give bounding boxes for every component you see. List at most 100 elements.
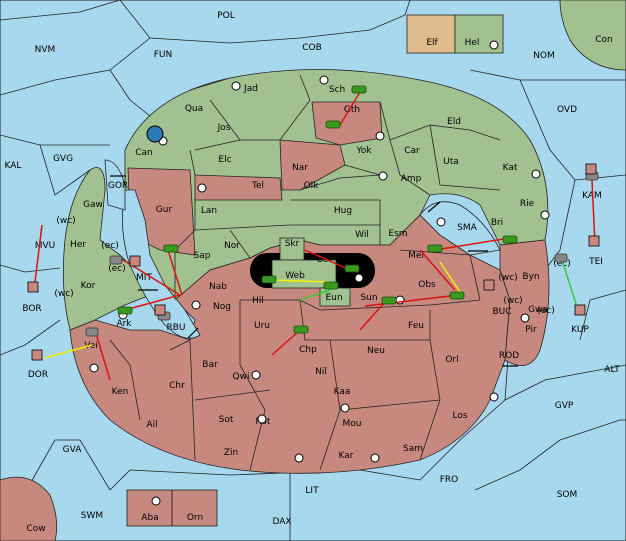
- province-label-can: Can: [135, 148, 153, 158]
- order-yellow-web: [269, 279, 331, 283]
- province-label-nar: Nar: [292, 163, 308, 173]
- sea-label-gor: GOR: [108, 181, 128, 191]
- province-label-kar: Kar: [339, 451, 354, 461]
- province-label-chp: Chp: [299, 345, 317, 355]
- retreat-flags: [27, 163, 600, 361]
- coast-tag-ec-byn: (ec): [553, 259, 571, 269]
- sea-label-nom: NOM: [533, 51, 555, 61]
- province-label-mou: Mou: [343, 419, 362, 429]
- sea-label-kup: KUP: [571, 325, 589, 335]
- sea-label-dor: DOR: [28, 370, 48, 380]
- coast-tag-ec-gwa: (ec): [537, 306, 555, 316]
- sea-label-bor: BOR: [22, 304, 41, 314]
- units-tanks: [117, 85, 518, 334]
- province-elf[interactable]: [406, 14, 456, 54]
- province-label-qwi: Qwi: [233, 372, 250, 382]
- sea-label-gvg: GVG: [53, 154, 73, 164]
- sea-label-sma: SMA: [457, 223, 477, 233]
- province-label-gth: Gth: [344, 105, 360, 115]
- province-label-nab: Nab: [209, 282, 227, 292]
- coast-tag-ec-her: (ec): [101, 241, 119, 251]
- coast-tag-wc-kor: (wc): [54, 289, 73, 299]
- province-gth[interactable]: [311, 101, 383, 146]
- sea-label-fro: FRO: [440, 475, 459, 485]
- supply-centers: [89, 40, 550, 506]
- province-label-lan: Lan: [201, 206, 217, 216]
- province-label-rie: Rie: [520, 199, 535, 209]
- province-label-web: Web: [285, 271, 305, 281]
- province-con[interactable]: [559, 0, 626, 71]
- province-cow[interactable]: [0, 476, 58, 541]
- sea-label-alt: ALT: [604, 365, 620, 375]
- province-label-sch: Sch: [329, 85, 345, 95]
- province-label-tel: Tel: [251, 181, 264, 191]
- province-label-sam: Sam: [403, 444, 423, 454]
- region-east-arm: [499, 239, 550, 367]
- province-label-esm: Esm: [388, 229, 407, 239]
- province-label-orl: Orl: [445, 355, 458, 365]
- province-label-nil: Nil: [315, 367, 327, 377]
- order-green-kup: [561, 259, 579, 311]
- province-orn[interactable]: [171, 489, 218, 527]
- sea-label-con: Con: [595, 35, 613, 45]
- province-label-hug: Hug: [334, 206, 352, 216]
- province-label-eld: Eld: [447, 117, 461, 127]
- region-south-red: [69, 214, 511, 474]
- sea-label-tei: TEI: [588, 257, 603, 267]
- province-label-uru: Uru: [254, 321, 270, 331]
- sea-label-som: SOM: [557, 490, 578, 500]
- province-label-bri: Bri: [491, 218, 503, 228]
- sea-label-rod: ROD: [499, 351, 519, 361]
- province-label-hel: Hel: [465, 38, 480, 48]
- sea-label-kal: KAL: [5, 161, 22, 171]
- sea-label-lit: LIT: [305, 486, 319, 496]
- unit-can: [146, 125, 164, 143]
- province-label-elc: Elc: [218, 155, 231, 165]
- sea-gor[interactable]: [104, 159, 126, 211]
- coast-tag-wc-byn: (wc): [498, 273, 517, 283]
- sea-label-pol: POL: [217, 11, 235, 21]
- province-aba[interactable]: [126, 489, 173, 527]
- province-label-eun: Eun: [325, 293, 342, 303]
- coast-tag-wc-gwa: (wc): [503, 296, 522, 306]
- province-label-ark: Ark: [116, 319, 132, 329]
- passage-arrows: [110, 175, 518, 367]
- sea-label-mvu: MVU: [35, 241, 56, 251]
- sea-label-swm: SWM: [81, 511, 103, 521]
- province-label-her: Her: [70, 240, 86, 250]
- province-label-gaw: Gaw: [83, 200, 103, 210]
- province-label-yok: Yok: [355, 146, 372, 156]
- province-borders: [109, 74, 501, 471]
- sea-label-ovd: OVD: [557, 105, 577, 115]
- province-label-hil: Hil: [252, 296, 264, 306]
- province-label-sap: Sap: [194, 251, 211, 261]
- province-label-wil: Wil: [355, 230, 369, 240]
- province-nar[interactable]: [279, 139, 346, 191]
- province-label-mel: Mel: [408, 251, 424, 261]
- province-tel[interactable]: [194, 174, 283, 201]
- order-green-eun: [299, 289, 331, 301]
- province-label-sot: Sot: [219, 415, 234, 425]
- province-label-feu: Feu: [408, 321, 424, 331]
- region-west-arm: [62, 167, 151, 331]
- sea-label-mit: MIT: [136, 273, 152, 283]
- province-label-ail: Ail: [146, 420, 157, 430]
- sea-label-gva: GVA: [63, 445, 83, 455]
- province-label-jad: Jad: [243, 84, 258, 94]
- sea-label-rbu: RBU: [166, 323, 185, 333]
- sea-label-gvp: GVP: [555, 401, 574, 411]
- province-label-amp: Amp: [401, 174, 422, 184]
- order-yellow-dor: [44, 344, 93, 359]
- province-label-skr: Skr: [285, 239, 300, 249]
- province-label-sun: Sun: [360, 293, 377, 303]
- coast-tag-ec-kor: (ec): [108, 264, 126, 274]
- province-label-ken: Ken: [112, 387, 129, 397]
- province-label-qua: Qua: [185, 104, 203, 114]
- sea-label-cob: COB: [302, 43, 322, 53]
- sea-sma[interactable]: [419, 201, 501, 256]
- province-label-bar: Bar: [202, 360, 218, 370]
- province-label-olk: Olk: [304, 181, 320, 191]
- province-label-car: Car: [404, 146, 420, 156]
